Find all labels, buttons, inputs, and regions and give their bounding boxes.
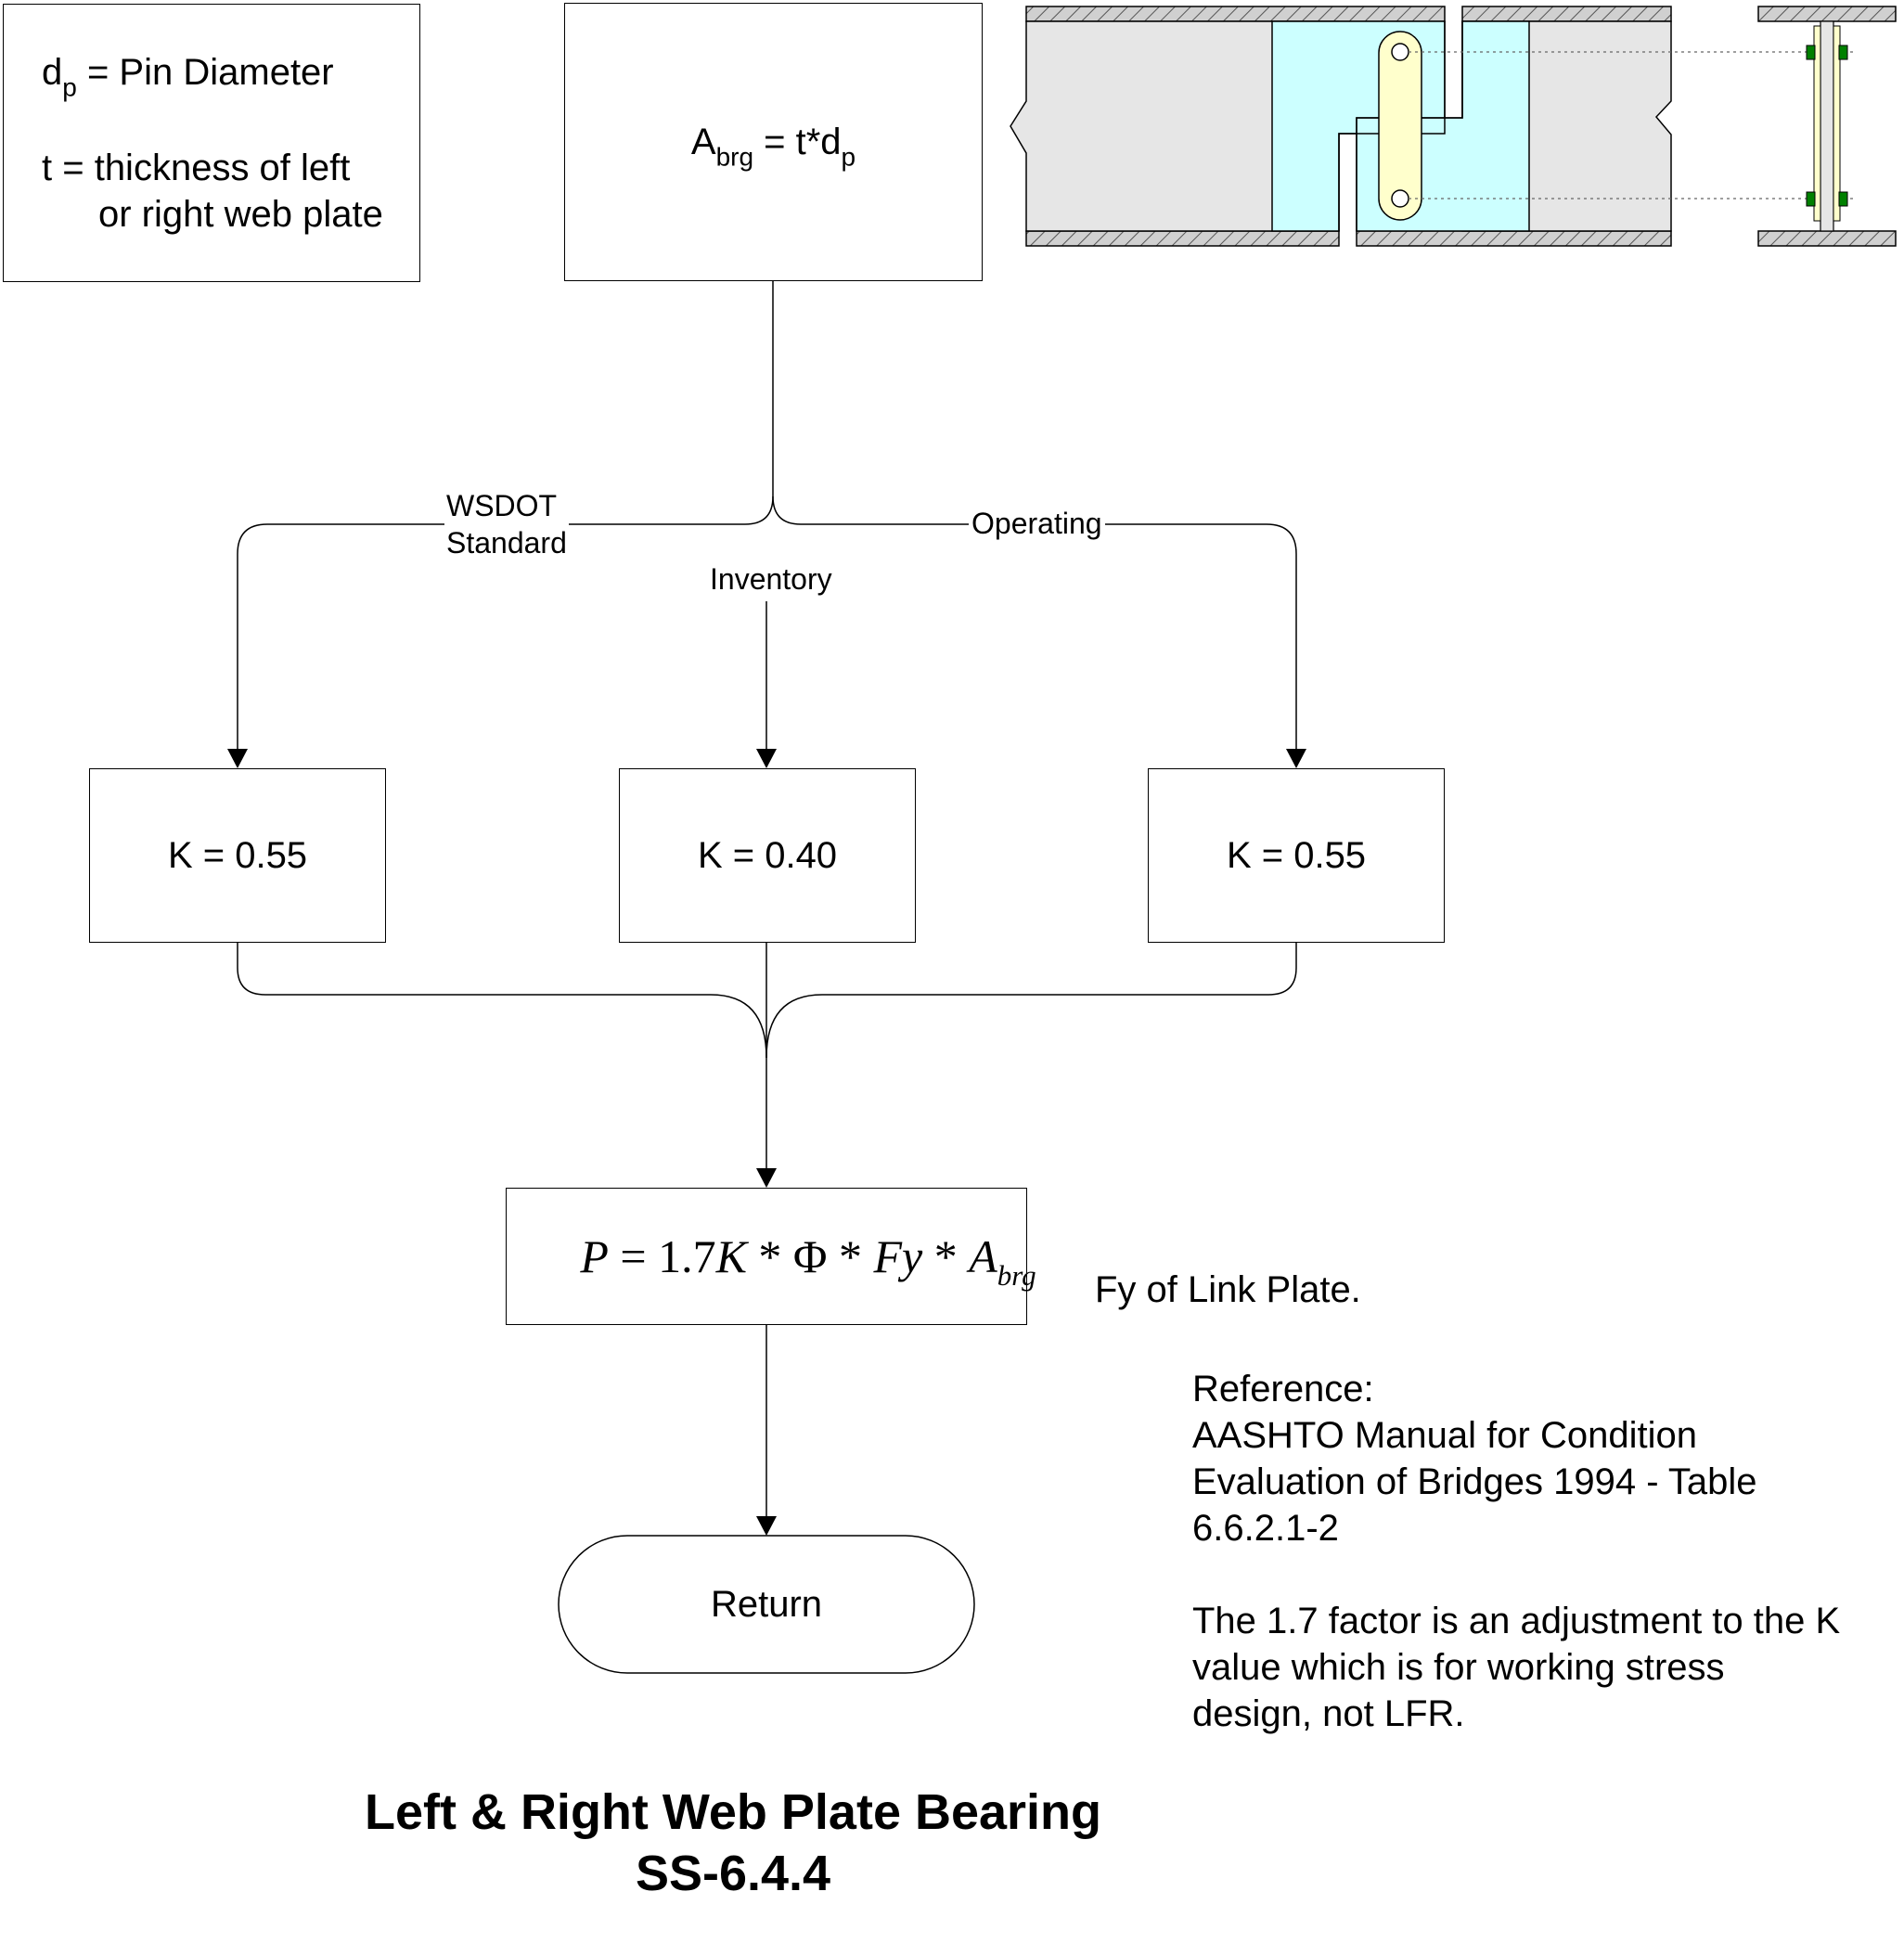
wsdot-line1: WSDOT	[446, 489, 558, 522]
pin-link-illustration	[1010, 6, 1856, 247]
dp-definition: = Pin Diameter	[86, 52, 334, 93]
factor-line3: design, not LFR.	[1192, 1693, 1465, 1734]
legend-t-line2: or right web plate	[98, 194, 383, 235]
abrg-lhs: A	[690, 122, 716, 162]
legend-t-line1: t = thickness of left	[42, 148, 351, 188]
reference-label: Reference:	[1192, 1369, 1374, 1409]
section-web	[1820, 20, 1834, 232]
arrow-right-k	[1286, 749, 1306, 768]
fy-note: Fy of Link Plate.	[1095, 1269, 1361, 1310]
arrow-middle-k	[756, 749, 777, 768]
branch-label-operating: Operating	[969, 505, 1105, 542]
top-flange-left	[1025, 6, 1446, 22]
legend-box: dp = Pin Diameter t = thickness of left …	[3, 4, 420, 282]
abrg-equation: Abrg = t*dp	[690, 119, 856, 170]
connector-merge-right	[765, 942, 1297, 1059]
arrow-left-k	[227, 749, 248, 768]
formula-times-2: *	[827, 1230, 874, 1282]
abrg-rhs: = t*d	[753, 122, 842, 162]
formula-equals: =	[608, 1230, 659, 1282]
formula-box: P = 1.7K * Φ * Fy * Abrg	[506, 1188, 1036, 1325]
section-nut-top-left	[1806, 45, 1816, 60]
legend-dp: dp = Pin Diameter	[42, 49, 334, 100]
title-line1: Left & Right Web Plate Bearing	[364, 1784, 1102, 1840]
reference-note: Reference: AASHTO Manual for Condition E…	[1192, 1366, 1757, 1551]
section-view	[1757, 6, 1897, 247]
reference-line2: Evaluation of Bridges 1994 - Table	[1192, 1461, 1757, 1502]
branch-label-wsdot: WSDOT Standard	[444, 487, 569, 561]
section-link-plate-right	[1833, 25, 1841, 222]
section-nut-bottom-right	[1838, 191, 1848, 207]
k-value-wsdot: K = 0.55	[167, 835, 308, 876]
formula-times-3: *	[922, 1230, 970, 1282]
wsdot-line2: Standard	[446, 526, 567, 560]
bearing-formula: P = 1.7K * Φ * Fy * Abrg	[534, 1176, 1036, 1337]
arrow-return	[756, 1516, 777, 1536]
connector-merge-left	[237, 942, 767, 1059]
link-plate	[1378, 31, 1422, 221]
abrg-lhs-subscript: brg	[715, 142, 754, 172]
section-nut-bottom-left	[1806, 191, 1816, 207]
formula-a-subscript: brg	[997, 1258, 1036, 1292]
top-pin	[1391, 43, 1409, 61]
dp-symbol: d	[42, 52, 63, 93]
k-value-inventory: K = 0.40	[697, 835, 838, 876]
top-flange-right	[1461, 6, 1672, 22]
section-top-flange	[1757, 6, 1897, 22]
branch-label-inventory: Inventory	[710, 560, 832, 598]
reference-line3: 6.6.2.1-2	[1192, 1508, 1339, 1549]
section-bottom-flange	[1757, 230, 1897, 247]
formula-times-1: *	[746, 1230, 793, 1282]
abrg-box: Abrg = t*dp	[564, 3, 983, 281]
abrg-rhs-subscript: p	[841, 142, 856, 172]
bottom-flange-right	[1356, 230, 1672, 247]
k-box-inventory: K = 0.40	[619, 768, 916, 943]
k-box-wsdot: K = 0.55	[89, 768, 386, 943]
reference-line1: AASHTO Manual for Condition	[1192, 1415, 1697, 1456]
return-label: Return	[710, 1584, 823, 1625]
formula-p: P	[580, 1230, 609, 1282]
formula-k: K	[715, 1230, 747, 1282]
formula-fy: Fy	[873, 1230, 923, 1282]
return-terminator-shape	[558, 1535, 975, 1674]
k-box-operating: K = 0.55	[1148, 768, 1445, 943]
dp-subscript: p	[62, 72, 77, 102]
connector-abrg-right	[772, 495, 1297, 750]
k-value-operating: K = 0.55	[1226, 835, 1367, 876]
factor-line2: value which is for working stress	[1192, 1647, 1725, 1688]
bottom-pin	[1391, 189, 1409, 208]
section-link-plate-left	[1813, 25, 1821, 222]
formula-phi: Φ	[792, 1230, 828, 1282]
title-line2: SS-6.4.4	[635, 1846, 831, 1901]
bottom-flange-left	[1025, 230, 1340, 247]
formula-a: A	[969, 1230, 997, 1282]
section-nut-top-right	[1838, 45, 1848, 60]
formula-coefficient: 1.7	[658, 1230, 716, 1282]
arrowheads	[227, 749, 1306, 1536]
arrow-formula	[756, 1168, 777, 1188]
factor-line1: The 1.7 factor is an adjustment to the K	[1192, 1601, 1841, 1641]
factor-note: The 1.7 factor is an adjustment to the K…	[1192, 1598, 1840, 1737]
diagram-title: Left & Right Web Plate Bearing SS-6.4.4	[0, 1782, 1466, 1904]
